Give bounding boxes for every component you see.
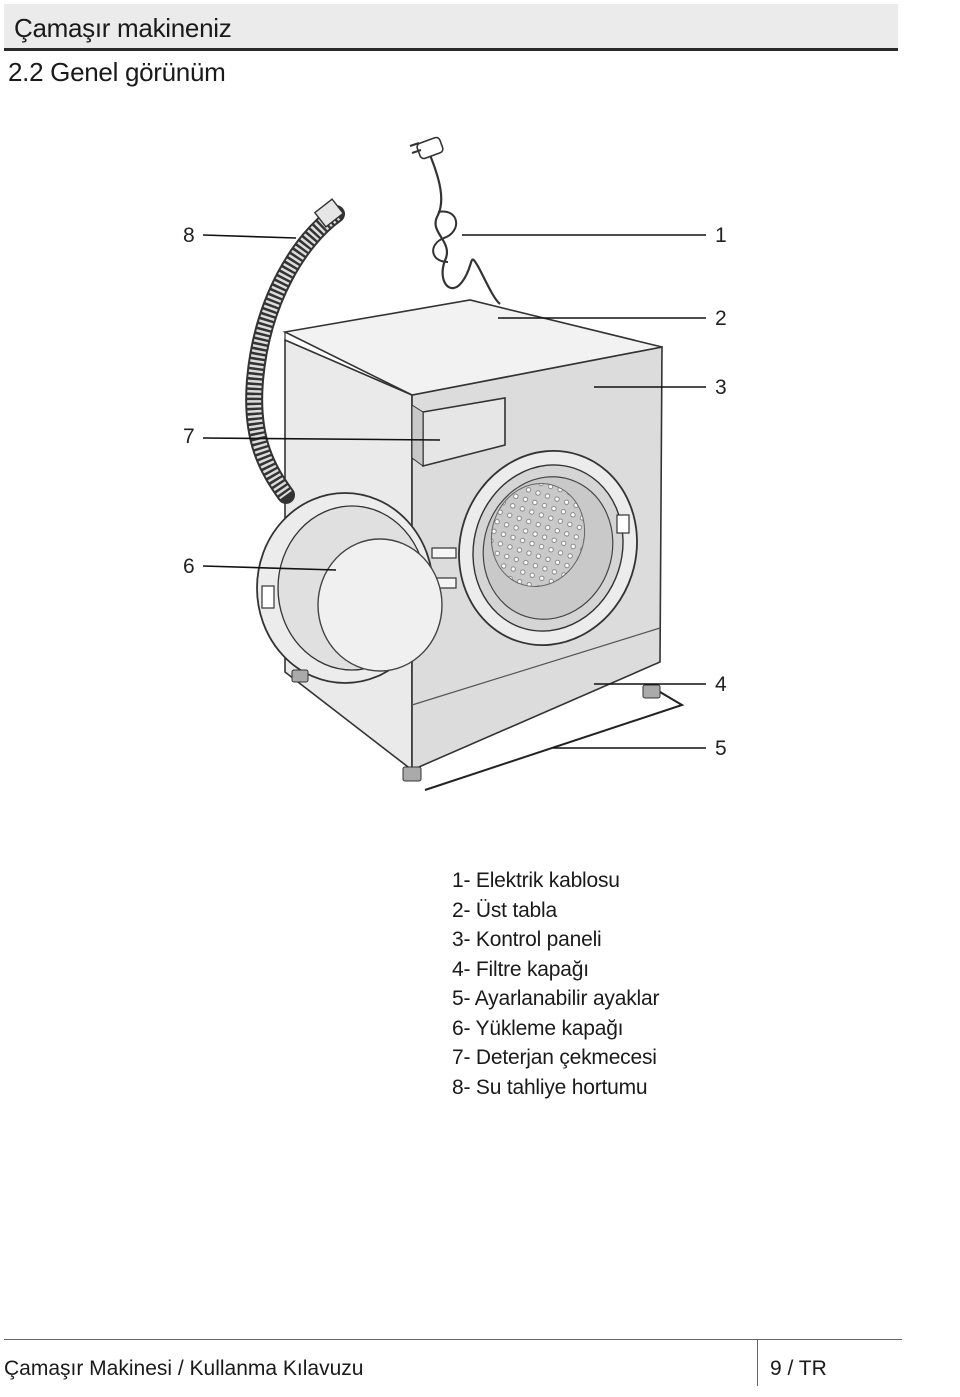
door-lock xyxy=(616,514,630,534)
callout-7: 7 xyxy=(183,425,195,448)
leader-line-6 xyxy=(202,565,337,571)
parts-legend: 1- Elektrik kablosu 2- Üst tabla 3- Kont… xyxy=(452,866,659,1102)
legend-item: 4- Filtre kapağı xyxy=(452,957,589,981)
adjustable-foot xyxy=(291,669,309,683)
chapter-title: Çamaşır makineniz xyxy=(14,13,232,43)
footer-divider xyxy=(757,1340,758,1386)
legend-item: 1- Elektrik kablosu xyxy=(452,869,620,892)
door-handle xyxy=(261,585,275,609)
legend-item: 8- Su tahliye hortumu xyxy=(452,1075,648,1099)
footer-title: Çamaşır Makinesi / Kullanma Kılavuzu xyxy=(4,1357,364,1380)
callout-5: 5 xyxy=(715,737,727,760)
power-cable xyxy=(428,154,501,305)
legend-item: 2- Üst tabla xyxy=(452,898,557,922)
callout-6: 6 xyxy=(183,555,195,578)
legend-item: 7- Deterjan çekmecesi xyxy=(452,1046,657,1069)
legend-item: 5- Ayarlanabilir ayaklar xyxy=(452,987,660,1010)
callout-8: 8 xyxy=(183,224,195,247)
page-number: 9 / TR xyxy=(770,1357,827,1380)
door-glass xyxy=(317,538,443,672)
leader-line-8 xyxy=(202,234,297,239)
section-title: 2.2 Genel görünüm xyxy=(8,57,226,87)
callout-4: 4 xyxy=(715,673,727,696)
drain-hose xyxy=(245,205,345,504)
floor-outline xyxy=(424,691,685,791)
washing-machine-diagram xyxy=(202,136,706,791)
callout-1: 1 xyxy=(715,224,727,247)
callout-2: 2 xyxy=(715,307,727,330)
door-hinge xyxy=(431,547,457,559)
legend-item: 6- Yükleme kapağı xyxy=(452,1016,624,1040)
chapter-header: Çamaşır makineniz xyxy=(4,4,898,51)
worktop xyxy=(282,299,663,396)
leader-line-7 xyxy=(202,437,441,441)
plug-icon xyxy=(409,136,444,160)
leader-lines xyxy=(202,234,706,749)
legend-item: 3- Kontrol paneli xyxy=(452,928,602,951)
footer-rule xyxy=(4,1339,902,1340)
callout-3: 3 xyxy=(715,376,727,399)
